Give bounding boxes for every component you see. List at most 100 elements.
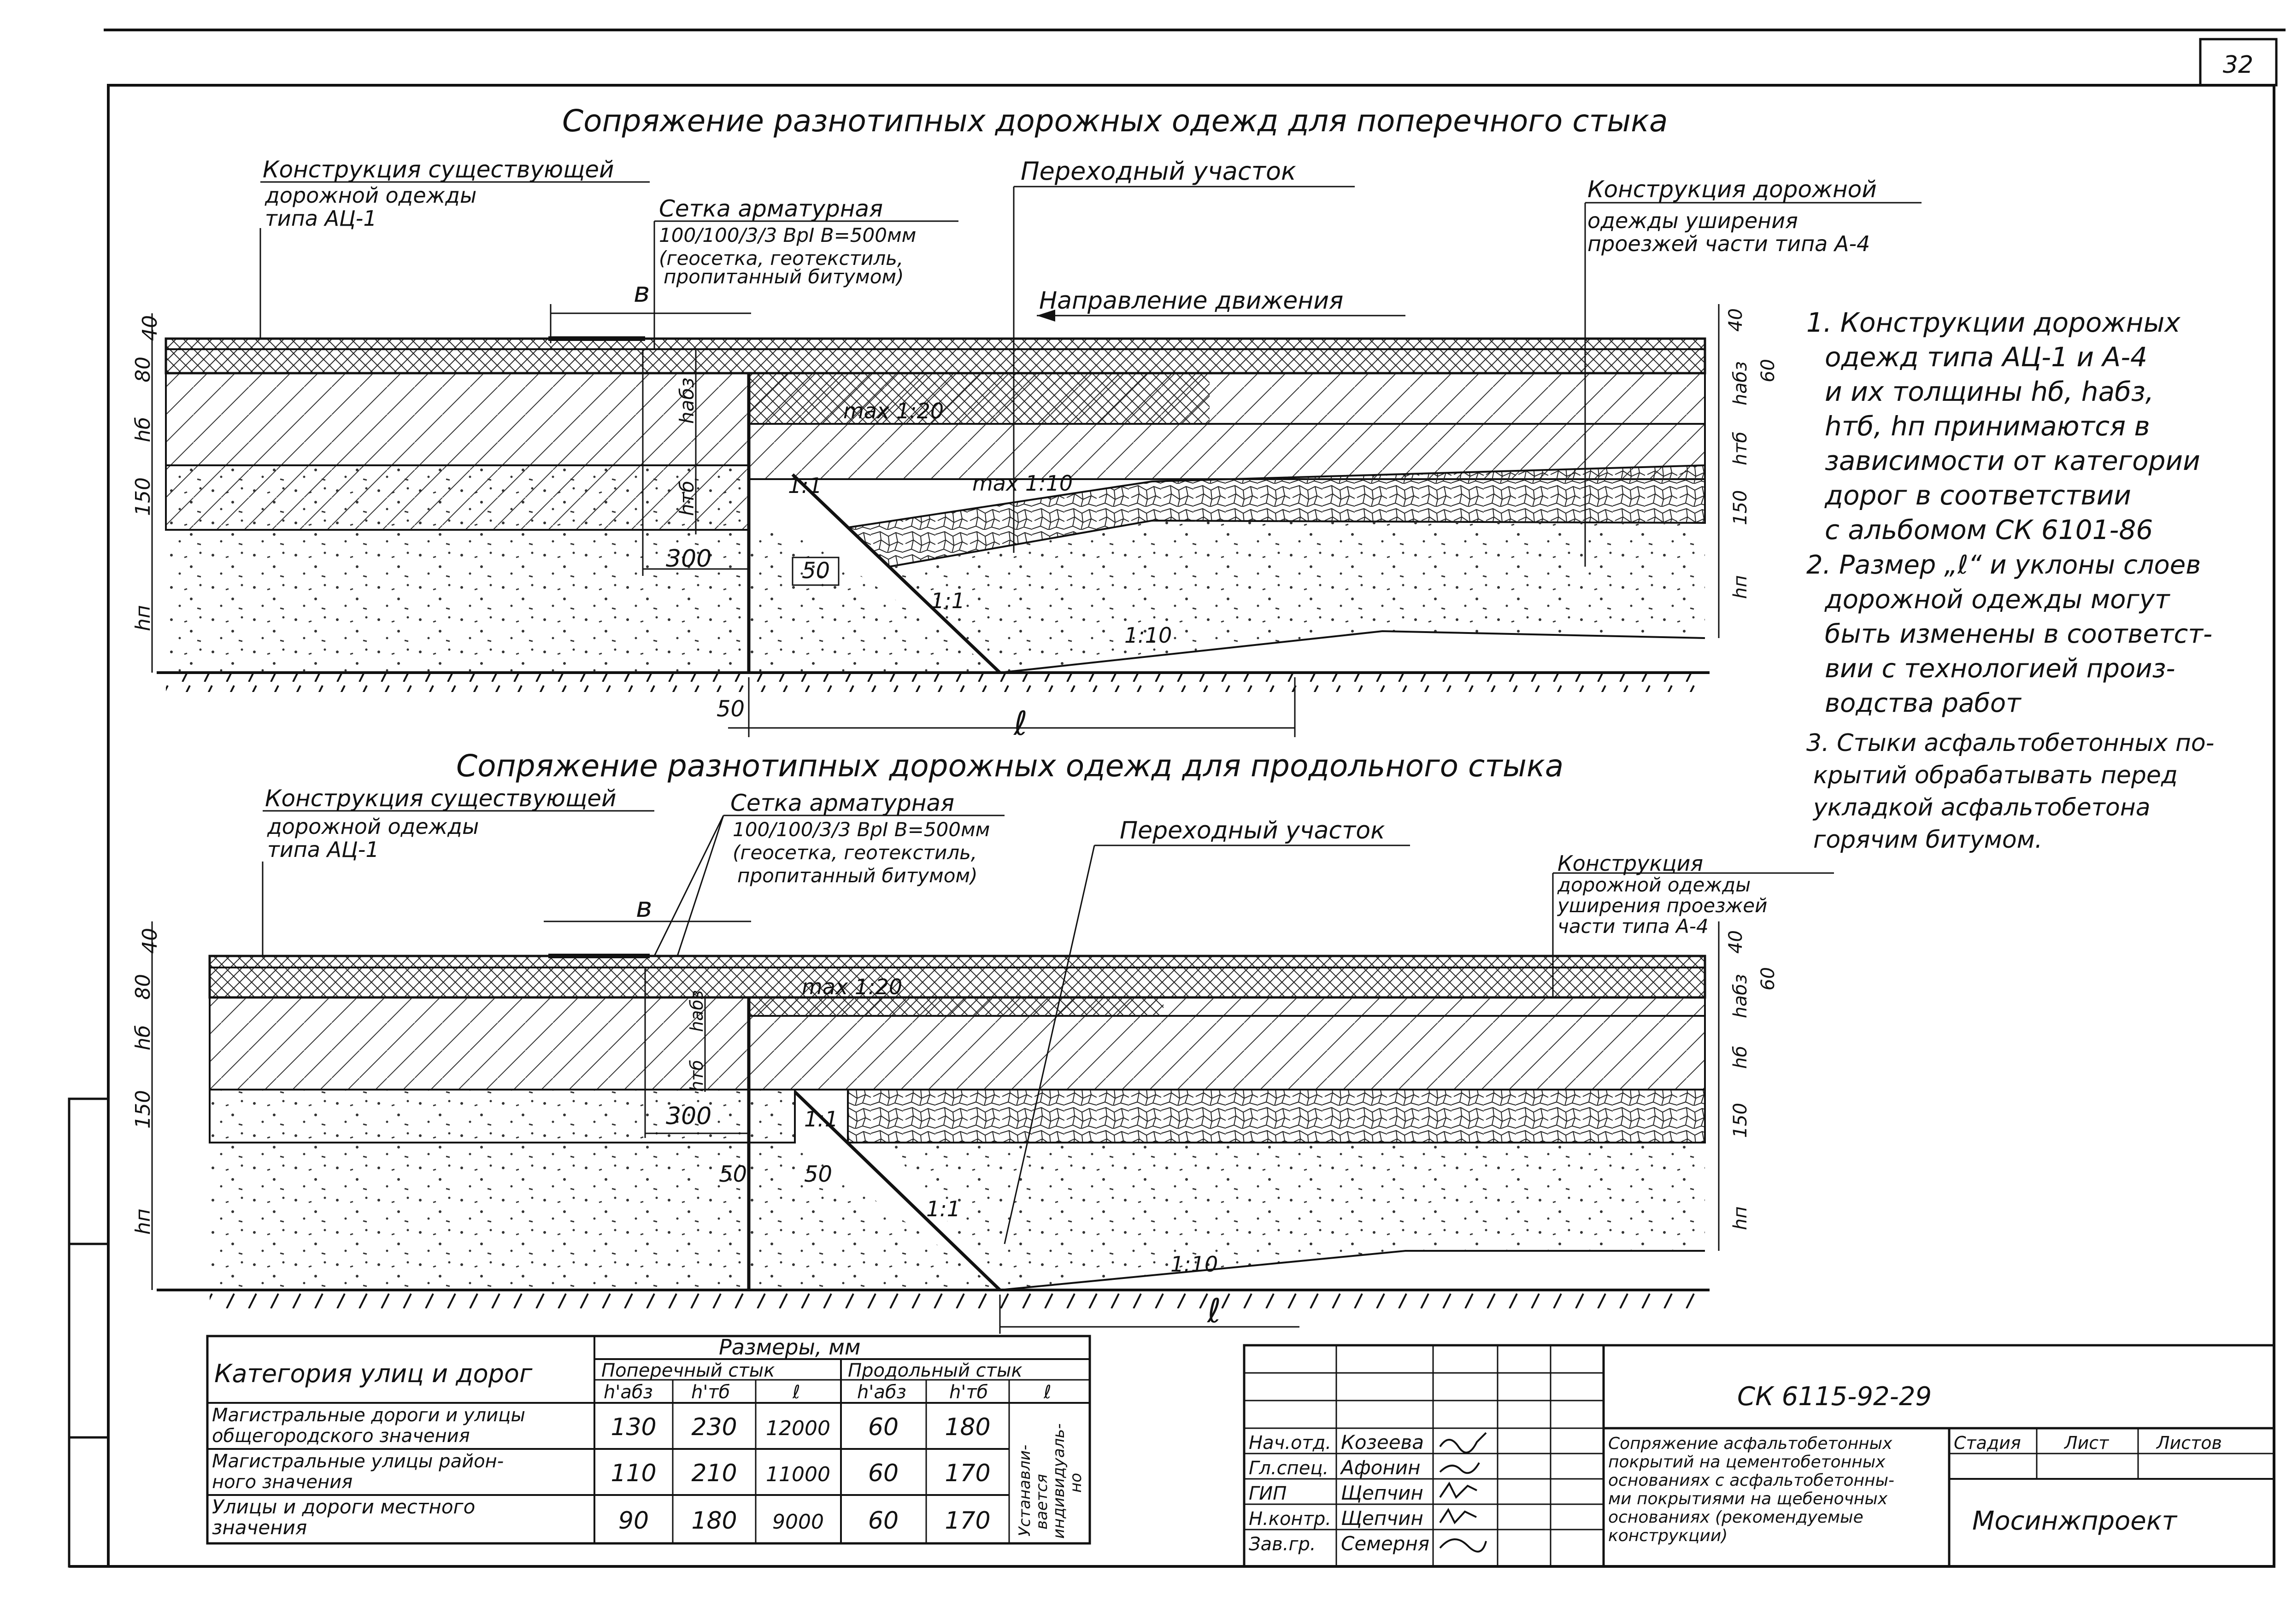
row2-htb-cross: 210 — [691, 1460, 737, 1487]
left-dim-hp-bottom: hп — [131, 1208, 155, 1235]
layer-subgrade — [166, 530, 1000, 673]
table-sub-l-2: ℓ — [1043, 1382, 1052, 1403]
note3-line3: укладкой асфальтобетона — [1812, 794, 2151, 821]
row2-category-1: Магистральные улицы район- — [212, 1451, 504, 1472]
row1-category-1: Магистральные дороги и улицы — [212, 1405, 525, 1426]
slope-1-1b-bottom: 1:1 — [926, 1196, 960, 1221]
role-4: Н.контр. — [1249, 1508, 1331, 1530]
mesh-label-3-bottom: (геосетка, геотекстиль, — [733, 841, 977, 864]
doc-code: СК 6115-92-29 — [1737, 1382, 1932, 1412]
right-dim-habz-bottom: hабз — [1730, 974, 1751, 1018]
dim-50b-top: 50 — [717, 696, 745, 722]
name-4: Щепчин — [1341, 1507, 1423, 1530]
dim-htb-inner-top: hтб — [676, 481, 698, 516]
slope-1-1a-top: 1:1 — [788, 473, 822, 498]
name-5: Семерня — [1341, 1532, 1429, 1555]
dim-b-bottom: в — [636, 891, 652, 924]
stage-header: Стадия — [1954, 1433, 2021, 1453]
existing-label-2-bottom: дорожной одежды — [267, 814, 479, 839]
left-dim-hp-top: hп — [131, 605, 155, 631]
dim-habz-inner-bottom: hабз — [687, 990, 707, 1032]
role-1: Нач.отд. — [1249, 1432, 1331, 1454]
layer-asphalt-top — [165, 337, 1706, 375]
signature-2 — [1439, 1462, 1480, 1474]
table-sub-htb-2: h'тб — [949, 1382, 988, 1403]
role-2: Гл.спец. — [1249, 1458, 1328, 1479]
row1-htb-long: 180 — [945, 1413, 990, 1441]
new-label-3-bottom: уширения проезжей — [1557, 894, 1767, 917]
slope-max10-top: max 1:10 — [972, 471, 1073, 496]
row3-category-1: Улицы и дороги местного — [212, 1495, 475, 1518]
table-sub-habz-1: h'абз — [604, 1382, 653, 1403]
signature-5 — [1439, 1538, 1487, 1553]
existing-label-2-top: дорожной одежды — [264, 183, 476, 208]
note1-line7: с альбомом СК 6101-86 — [1825, 514, 2153, 545]
desc-5: основаниях (рекомендуемые — [1608, 1508, 1863, 1527]
mesh-label-1-top: Сетка арматурная — [659, 195, 883, 222]
note2-line3: быть изменены в соответст- — [1825, 619, 2212, 649]
right-dim-hp-bottom: hп — [1730, 1206, 1751, 1230]
dim-htb-inner-bottom: hтб — [687, 1060, 707, 1092]
existing-label-3-top: типа АЦ-1 — [265, 206, 377, 231]
row2-l-cross: 11000 — [766, 1463, 830, 1486]
size-table: Размеры, мм Категория улиц и дорог Попер… — [206, 1335, 1091, 1545]
merged-note-3: индивидуаль- — [1050, 1423, 1068, 1539]
dim-50a-bottom: 50 — [719, 1161, 747, 1187]
right-dim-hb-bottom: hб — [1730, 1046, 1751, 1069]
signature-4 — [1439, 1507, 1477, 1524]
row3-htb-long: 170 — [945, 1507, 990, 1535]
existing-label-3-bottom: типа АЦ-1 — [267, 837, 379, 862]
slope-1-1b-top: 1:1 — [931, 588, 965, 613]
table-sub-htb-1: h'тб — [691, 1382, 730, 1403]
new-label-2-bottom: дорожной одежды — [1557, 874, 1751, 896]
desc-1: Сопряжение асфальтобетонных — [1608, 1434, 1892, 1453]
existing-label-1-bottom: Конструкция существующей — [265, 785, 616, 812]
slope-1-10-bottom: 1:10 — [1170, 1252, 1218, 1277]
table-sub-habz-2: h'абз — [857, 1382, 906, 1403]
merged-note-1: Устанавли- — [1016, 1445, 1034, 1536]
role-3: ГИП — [1249, 1483, 1287, 1504]
merged-note-2: вается — [1033, 1474, 1051, 1530]
note1-line5: зависимости от категории — [1825, 445, 2200, 476]
slope-max20-bottom: max 1:20 — [802, 974, 902, 999]
signature-3 — [1439, 1482, 1477, 1499]
page-number: 32 — [2223, 51, 2253, 79]
row1-habz-cross: 130 — [611, 1413, 656, 1441]
right-dim-150-bottom: 150 — [1730, 1103, 1751, 1138]
new-label-2-top: одежды уширения — [1587, 208, 1798, 233]
layer-subgrade-bottom — [210, 1143, 1000, 1290]
note1-line4: hтб, hп принимаются в — [1825, 410, 2150, 442]
dim-l-bottom: ℓ — [1206, 1291, 1221, 1330]
row2-habz-cross: 110 — [611, 1460, 656, 1487]
note3-line2: крытий обрабатывать перед — [1813, 762, 2178, 789]
row2-habz-long: 60 — [868, 1460, 899, 1487]
new-label-4-bottom: части типа А-4 — [1557, 915, 1709, 938]
mesh-label-1-bottom: Сетка арматурная — [730, 790, 954, 816]
new-label-1-bottom: Конструкция — [1557, 851, 1703, 876]
note2-line4: вии с технологией произ- — [1825, 654, 2175, 684]
note2-line1: 2. Размер „ℓ“ и уклоны слоев — [1806, 550, 2201, 580]
row1-category-2: общегородского значения — [212, 1425, 470, 1447]
transition-label-bottom: Переходный участок — [1120, 817, 1385, 844]
left-dim-hb-bottom: hб — [131, 1025, 155, 1050]
right-dim-40-top: 40 — [1725, 308, 1746, 332]
left-dim-40-bottom: 40 — [138, 928, 162, 954]
top-title: Сопряжение разнотипных дорожных одежд дл… — [562, 103, 1668, 139]
right-dim-habz-top: hабз — [1730, 361, 1751, 405]
layer-rubble-bottom — [847, 1089, 1706, 1143]
name-3: Щепчин — [1341, 1482, 1423, 1504]
new-label-1-top: Конструкция дорожной — [1587, 176, 1877, 203]
desc-6: конструкции) — [1608, 1526, 1728, 1545]
slope-1-10-top: 1:10 — [1124, 623, 1172, 648]
existing-label-1-top: Конструкция существующей — [263, 156, 614, 183]
mesh-label-3-top: (геосетка, геотекстиль, — [659, 247, 903, 270]
new-label-3-top: проезжей части типа А-4 — [1587, 231, 1870, 256]
row1-htb-cross: 230 — [691, 1413, 737, 1441]
dim-b-top: в — [634, 276, 650, 309]
note3-line1: 3. Стыки асфальтобетонных по- — [1806, 729, 2214, 757]
table-category-header: Категория улиц и дорог — [214, 1359, 533, 1388]
note1-line2: одежд типа АЦ-1 и А-4 — [1825, 341, 2147, 373]
sheets-header: Листов — [2156, 1433, 2222, 1453]
row3-l-cross: 9000 — [772, 1510, 824, 1534]
name-1: Козеева — [1341, 1431, 1424, 1454]
